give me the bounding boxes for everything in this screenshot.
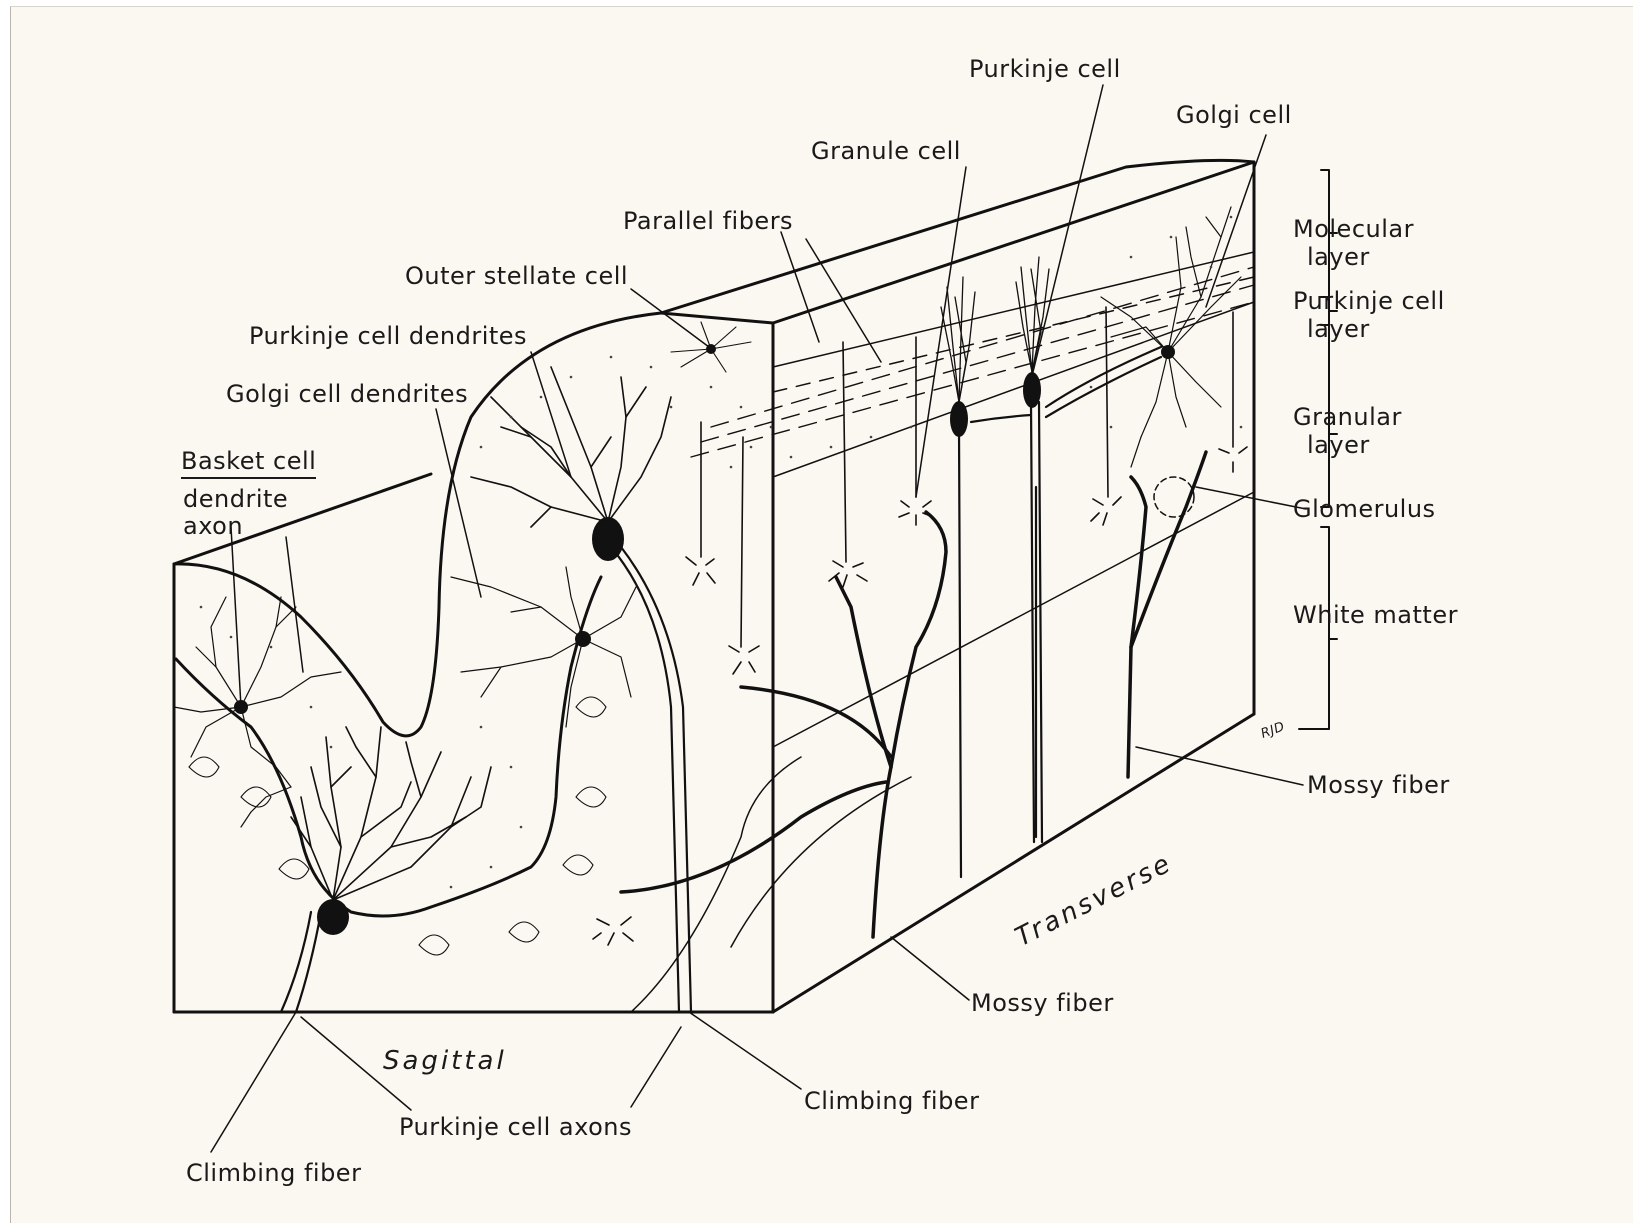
- label-purkinje-cell: Purkinje cell: [969, 55, 1121, 83]
- label-mossy-fiber-bottom: Mossy fiber: [971, 989, 1114, 1017]
- label-purkinje-cell-dendrites: Purkinje cell dendrites: [249, 322, 527, 350]
- label-basket-cell: Basket cell: [181, 447, 316, 479]
- figure-frame: Purkinje cell Golgi cell Granule cell Pa…: [10, 6, 1633, 1223]
- folium-golgi-cell: [451, 567, 636, 727]
- label-purkinje-cell-layer-line1: Purkinje cell: [1293, 287, 1445, 315]
- label-parallel-fibers: Parallel fibers: [623, 207, 793, 235]
- label-purkinje-cell-layer-line2: layer: [1307, 315, 1370, 343]
- label-golgi-cell: Golgi cell: [1176, 101, 1292, 129]
- label-golgi-cell-dendrites: Golgi cell dendrites: [226, 380, 468, 408]
- label-mossy-fiber-right: Mossy fiber: [1307, 771, 1450, 799]
- label-granular-layer-line1: Granular: [1293, 403, 1402, 431]
- purkinje-axon-fibers: [281, 547, 691, 1012]
- label-purkinje-cell-axons: Purkinje cell axons: [399, 1113, 632, 1141]
- label-climbing-fiber-center: Climbing fiber: [804, 1087, 979, 1115]
- sagittal-purkinje-dendrites: [291, 727, 491, 900]
- purkinje-cells-transverse: [959, 347, 1161, 877]
- label-basket-axon: axon: [183, 512, 243, 540]
- label-basket-dendrite: dendrite: [183, 485, 288, 513]
- label-white-matter: White matter: [1293, 601, 1458, 629]
- label-glomerulus: Glomerulus: [1293, 495, 1436, 523]
- purkinje-somata: [234, 344, 1175, 935]
- label-molecular-layer-line1: Molecular: [1293, 215, 1414, 243]
- granule-cells: [593, 307, 1247, 945]
- label-molecular-layer-line2: layer: [1307, 243, 1370, 271]
- label-granular-layer-line2: layer: [1307, 431, 1370, 459]
- layer-boundaries: [631, 252, 1254, 1012]
- golgi-cell-dendrites: [1101, 207, 1241, 467]
- label-climbing-fiber-left: Climbing fiber: [186, 1159, 361, 1187]
- label-granule-cell: Granule cell: [811, 137, 961, 165]
- upper-purkinje-dendrites: [471, 367, 671, 527]
- mossy-fibers: [621, 452, 1206, 937]
- label-outer-stellate-cell: Outer stellate cell: [405, 262, 628, 290]
- label-sagittal: Sagittal: [383, 1047, 507, 1075]
